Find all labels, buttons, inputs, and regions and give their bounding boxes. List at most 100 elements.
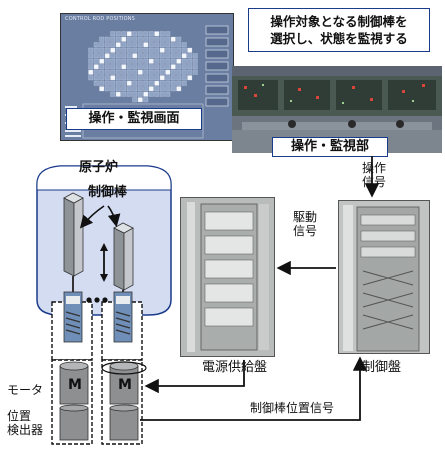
core-cell [192,64,198,70]
core-cell [121,64,127,70]
core-cell [176,86,182,92]
core-cell [104,75,110,81]
core-cell [143,36,149,42]
control-panel-photo [338,200,430,354]
core-cell [148,91,154,97]
core-cell [126,53,132,59]
core-cell [181,80,187,86]
core-cell [132,75,138,81]
core-cell [121,69,127,75]
core-cell [110,42,116,48]
core-cell [121,91,127,97]
rod-position-map [65,25,229,139]
core-cell [143,58,149,64]
core-cell [88,75,94,81]
core-cell [121,31,127,37]
core-cell [143,75,149,81]
core-cell [143,31,149,37]
core-cell [115,69,121,75]
core-cell [115,31,121,37]
core-cell [99,69,105,75]
core-cell [110,64,116,70]
core-cell [154,42,160,48]
core-cell [93,58,99,64]
core-cell [176,69,182,75]
core-cell [154,64,160,70]
core-cell [110,75,116,81]
core-cell [176,53,182,59]
core-cell [165,91,171,97]
core-cell [132,86,138,92]
core-cell [159,47,165,53]
core-cell [93,64,99,70]
core-cell [110,86,116,92]
core-cell [170,42,176,48]
core-cell [110,58,116,64]
core-cell [165,80,171,86]
motor-label: モータ [7,383,44,397]
core-cell [104,36,110,42]
core-cell [143,42,149,48]
core-cell [170,58,176,64]
core-cell [165,42,171,48]
core-cell [154,91,160,97]
core-cell [121,53,127,59]
core-cell [170,69,176,75]
core-cell [121,75,127,81]
core-cell [170,47,176,53]
core-cell [137,36,143,42]
core-cell [154,86,160,92]
core-cell [115,53,121,59]
core-cell [159,69,165,75]
control-room-photo [232,66,442,153]
core-cell [115,75,121,81]
core-cell [176,36,182,42]
core-cell [99,75,105,81]
core-cell [93,53,99,59]
core-cell [159,91,165,97]
core-cell [170,75,176,81]
core-cell [126,58,132,64]
core-cell [126,80,132,86]
core-cell [181,53,187,59]
callout-select-and-monitor: 操作対象となる制御棒を 選択し、状態を監視する [248,8,430,52]
core-cell [165,36,171,42]
core-cell [159,80,165,86]
core-cell [126,36,132,42]
core-cell [148,86,154,92]
motor-right [101,361,147,405]
core-cell [154,58,160,64]
core-cell [165,69,171,75]
position-detector-label-2: 検出器 [7,423,44,437]
core-cell [93,42,99,48]
core-cell [148,75,154,81]
core-cell [121,36,127,42]
core-cell [143,86,149,92]
control-rod-right [113,222,134,292]
core-cell [104,64,110,70]
motor-letter-left: M [68,377,82,393]
core-cell [154,53,160,59]
core-cell [143,53,149,59]
core-cell [187,64,193,70]
core-cell [165,86,171,92]
core-cell [170,80,176,86]
core-cell [132,47,138,53]
core-cell [154,75,160,81]
drive-signal-label-2: 信号 [293,224,318,238]
core-cell [137,53,143,59]
core-cell [148,42,154,48]
core-cell [165,47,171,53]
operation-monitoring-unit-caption: 操作・監視部 [272,137,388,157]
core-cell [137,75,143,81]
core-cell [126,47,132,53]
core-cell [176,47,182,53]
core-cell [165,31,171,37]
core-cell [99,42,105,48]
core-cell [137,69,143,75]
core-cell [132,80,138,86]
core-cell [148,36,154,42]
core-cell [143,80,149,86]
core-cell [88,58,94,64]
